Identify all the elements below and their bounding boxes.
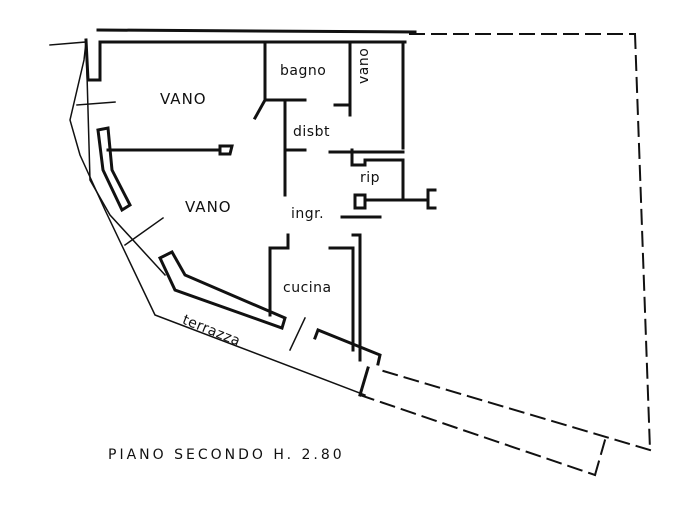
room-label-vano-1: VANO (160, 90, 207, 108)
room-label-bagno: bagno (280, 63, 327, 79)
room-label-vano-2: VANO (185, 198, 232, 216)
room-label-rip: rip (360, 170, 381, 186)
room-label-ingr: ingr. (291, 206, 325, 222)
room-label-disbt: disbt (293, 124, 330, 140)
dashed-outline (358, 32, 652, 477)
interior-walls (252, 40, 437, 397)
room-label-vano-3: vano (356, 47, 372, 84)
opening-marks (76, 101, 306, 351)
top-wall (96, 28, 417, 44)
left-walls (84, 38, 382, 366)
room-label-cucina: cucina (283, 280, 332, 296)
plan-caption: PIANO SECONDO H. 2.80 (108, 447, 345, 463)
